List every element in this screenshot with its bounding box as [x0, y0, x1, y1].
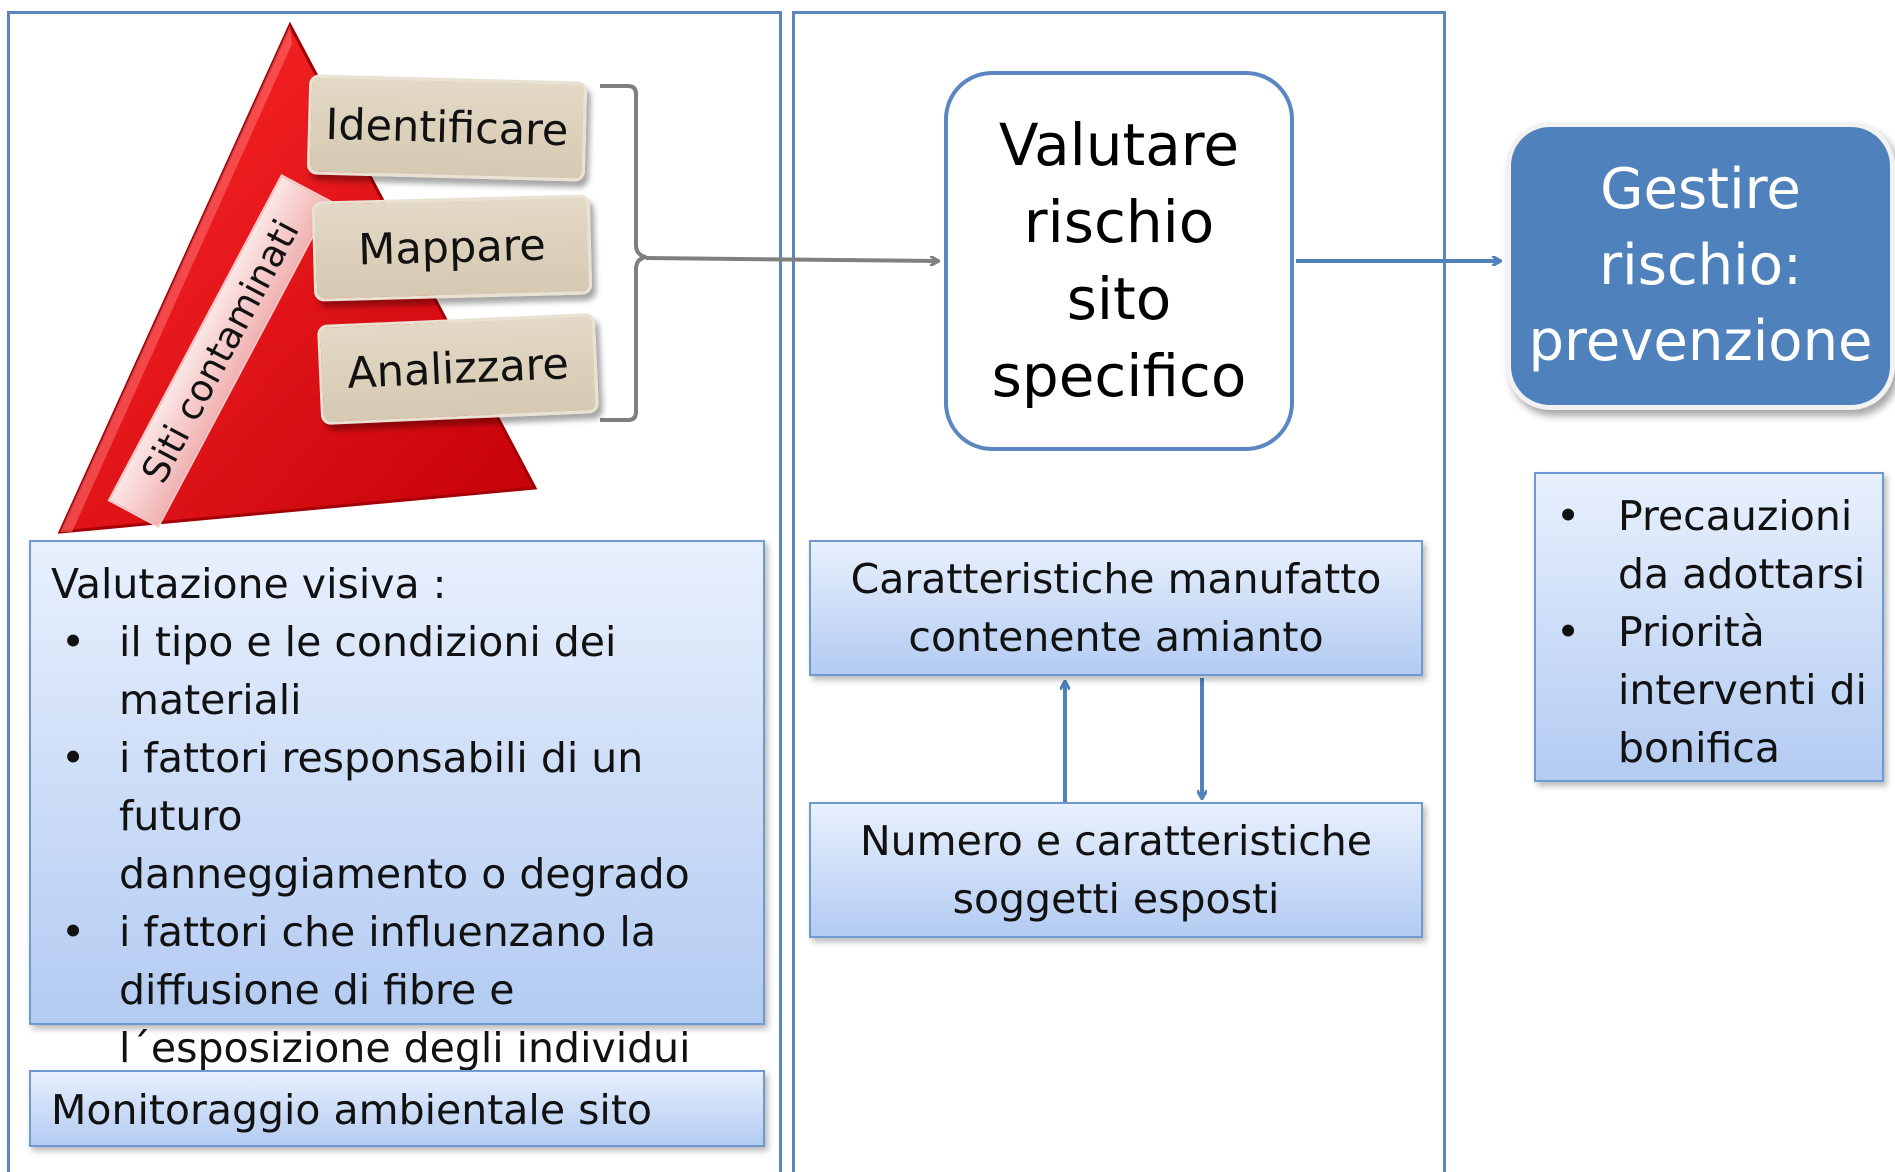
- evaluate-line: specifico: [991, 342, 1247, 410]
- precautions-box: • Precauzioni da adottarsi • Priorità in…: [1534, 472, 1884, 782]
- step-mappare: Mappare: [311, 194, 593, 302]
- step-label: Mappare: [357, 220, 547, 276]
- exposed-subjects-box: Numero e caratteristiche soggetti espost…: [809, 802, 1423, 938]
- step-label: Analizzare: [346, 339, 570, 399]
- visual-assessment-box: Valutazione visiva : • il tipo e le cond…: [29, 540, 765, 1072]
- bullet-dot: •: [61, 908, 86, 956]
- step-identificare: Identificare: [306, 74, 588, 182]
- list-item: • i fattori responsabili di un futuro da…: [51, 729, 747, 903]
- manage-risk-box: Gestire rischio: prevenzione: [1506, 122, 1895, 410]
- bracket-to-evaluate-arrow: [645, 258, 938, 261]
- list-item-line: interventi di: [1618, 666, 1867, 714]
- list-item: • il tipo e le condizioni dei materiali: [51, 613, 747, 729]
- monitoring-label: Monitoraggio ambientale sito: [51, 1086, 652, 1134]
- bullet-dot: •: [61, 734, 86, 782]
- steps-bracket: [600, 84, 647, 422]
- characteristics-box: Caratteristiche manufatto contenente ami…: [809, 540, 1423, 676]
- list-item-line: i fattori responsabili di un futuro: [119, 734, 644, 840]
- list-item-line: diffusione di fibre e: [119, 966, 515, 1014]
- visual-assessment-title: Valutazione visiva :: [51, 560, 447, 608]
- step-label: Identificare: [324, 99, 569, 157]
- list-item-line: da adottarsi: [1618, 550, 1866, 598]
- manage-line: Gestire: [1600, 157, 1801, 222]
- evaluate-line: rischio: [1023, 188, 1215, 256]
- left-panel: [7, 11, 782, 1172]
- list-item: • i fattori che influenzano la diffusion…: [51, 903, 747, 1077]
- list-item-line: bonifica: [1618, 724, 1780, 772]
- list-item-line: Precauzioni: [1618, 492, 1853, 540]
- manage-line: prevenzione: [1528, 309, 1873, 374]
- characteristics-line: contenente amianto: [908, 613, 1324, 661]
- bullet-dot: •: [61, 618, 86, 666]
- list-item-line: l´esposizione degli individui: [119, 1024, 691, 1072]
- list-item-line: materiali: [119, 676, 302, 724]
- step-analizzare: Analizzare: [316, 312, 600, 426]
- list-item: • Precauzioni da adottarsi: [1546, 487, 1882, 603]
- list-item-line: Priorità: [1618, 608, 1765, 656]
- list-item-line: i fattori che influenzano la: [119, 908, 656, 956]
- exposed-line: Numero e caratteristiche: [860, 817, 1372, 865]
- list-item-line: danneggiamento o degrado: [119, 850, 690, 898]
- evaluate-line: sito: [1066, 265, 1172, 333]
- characteristics-line: Caratteristiche manufatto: [850, 555, 1382, 603]
- middle-panel: [792, 11, 1446, 1172]
- evaluate-risk-box: Valutare rischio sito specifico: [944, 71, 1294, 451]
- visual-assessment-list: • il tipo e le condizioni dei materiali …: [51, 613, 747, 1077]
- list-item-line: il tipo e le condizioni dei: [119, 618, 617, 666]
- list-item: • Priorità interventi di bonifica: [1546, 603, 1882, 777]
- bullet-dot: •: [1556, 492, 1581, 540]
- monitoring-box: Monitoraggio ambientale sito: [29, 1070, 765, 1147]
- manage-line: rischio:: [1599, 233, 1802, 298]
- bullet-dot: •: [1556, 608, 1581, 656]
- exposed-line: soggetti esposti: [952, 875, 1280, 923]
- evaluate-line: Valutare: [998, 111, 1240, 179]
